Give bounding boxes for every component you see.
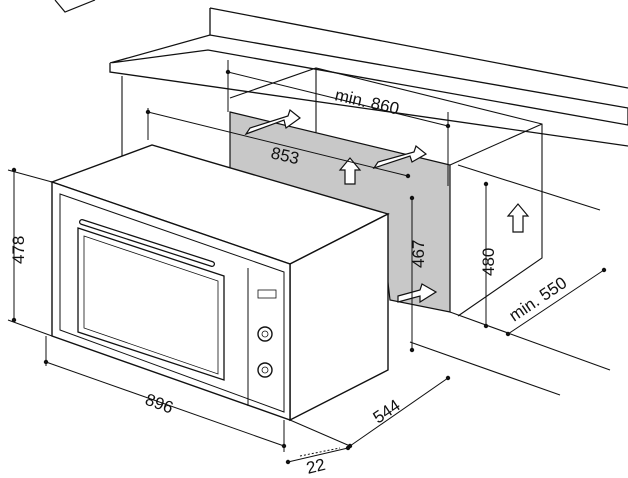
dimension-lines (7, 60, 607, 465)
corner-box (54, 0, 96, 13)
label-480: 480 (479, 248, 498, 276)
label-467: 467 (409, 240, 428, 268)
label-896: 896 (143, 390, 176, 418)
label-544: 544 (370, 396, 404, 428)
label-22: 22 (304, 455, 327, 478)
oven-display (257, 289, 277, 299)
worktop (109, 7, 628, 147)
label-min-860: min. 860 (333, 85, 401, 118)
label-478: 478 (9, 236, 28, 264)
